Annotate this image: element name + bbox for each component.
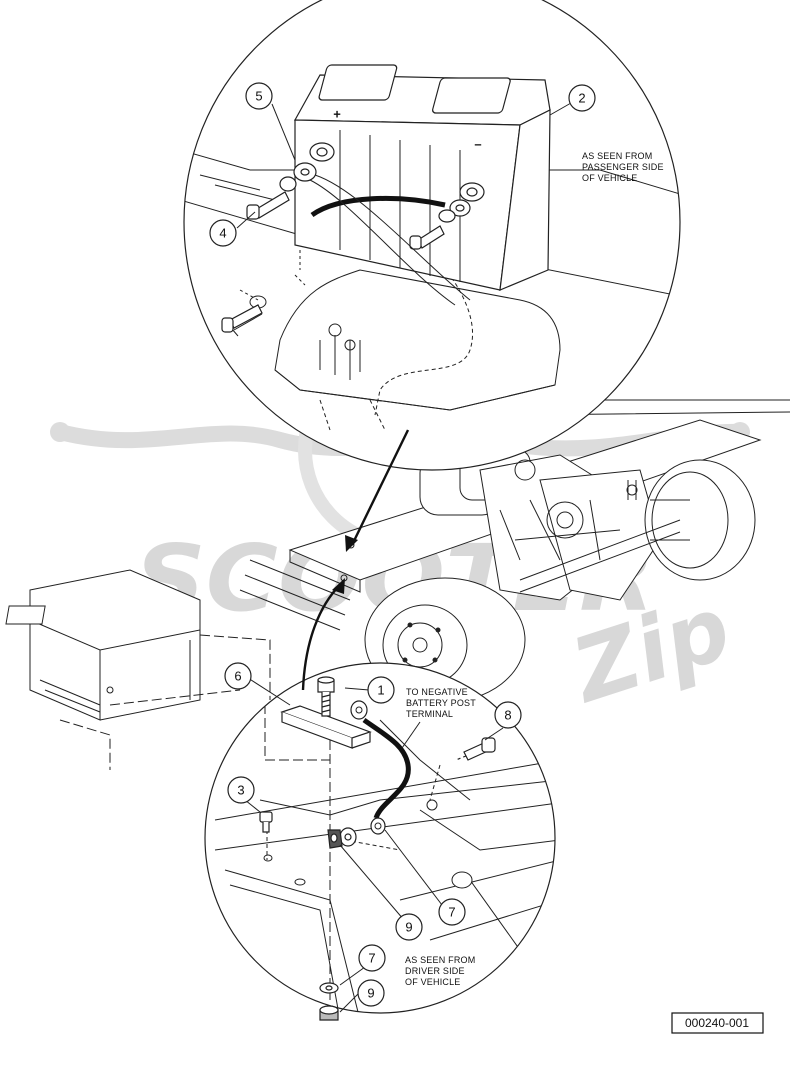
callout-9-lower: 9 [357, 979, 385, 1007]
note-driver-line-2: DRIVER SIDE [405, 966, 465, 976]
callout-6: 5 [245, 82, 273, 110]
callout-9-lower-label: 9 [367, 986, 374, 1001]
note-passenger-line-2: PASSENGER SIDE [582, 162, 664, 172]
note-driver-view: AS SEEN FROM DRIVER SIDE OF VEHICLE [405, 955, 475, 987]
note-passenger-line-3: OF VEHICLE [582, 173, 638, 183]
callout-7-right: 7 [438, 898, 466, 926]
callout-1: 1 [367, 676, 395, 704]
note-passenger-line-1: AS SEEN FROM [582, 151, 652, 161]
callouts [236, 102, 572, 1013]
callout-4-label: 4 [219, 226, 226, 241]
note-driver-line-1: AS SEEN FROM [405, 955, 475, 965]
note-negative-line-2: BATTERY POST [406, 698, 476, 708]
note-negative-leader [401, 721, 421, 749]
callout-1-label: 1 [377, 683, 384, 698]
callout-9-upper: 9 [395, 913, 423, 941]
leader-arrow-top [345, 429, 410, 552]
callout-7-right-label: 7 [448, 905, 455, 920]
leader-arrow-bottom [301, 578, 345, 691]
callout-9-upper-label: 9 [405, 920, 412, 935]
callout-5-label: 6 [234, 669, 241, 684]
battery-negative-mark: – [474, 137, 481, 152]
figure-id: 000240-001 [685, 1016, 749, 1030]
callout-6-label: 5 [255, 89, 262, 104]
battery [293, 64, 551, 291]
note-negative-line-1: TO NEGATIVE [406, 687, 468, 697]
bottom-detail-view [204, 662, 556, 1021]
callout-5: 6 [224, 662, 252, 690]
note-negative-post: TO NEGATIVE BATTERY POST TERMINAL [406, 687, 476, 719]
callout-3: 3 [227, 776, 255, 804]
figure-id-box: 000240-001 [671, 1012, 764, 1034]
battery-ghost [5, 569, 271, 770]
note-driver-line-3: OF VEHICLE [405, 977, 461, 987]
top-detail-view: + – [183, 0, 681, 471]
chassis-drawing [239, 399, 791, 703]
callout-8-label: 8 [504, 708, 511, 723]
callout-7-lower-label: 7 [368, 951, 375, 966]
callout-2: 2 [568, 84, 596, 112]
callout-2-label: 2 [578, 91, 585, 106]
note-passenger-view: AS SEEN FROM PASSENGER SIDE OF VEHICLE [582, 151, 664, 183]
battery-positive-mark: + [333, 107, 341, 122]
callout-3-label: 3 [237, 783, 244, 798]
callout-7-lower: 7 [358, 944, 386, 972]
note-negative-line-3: TERMINAL [406, 709, 453, 719]
callout-8: 8 [494, 701, 522, 729]
callout-4: 4 [209, 219, 237, 247]
